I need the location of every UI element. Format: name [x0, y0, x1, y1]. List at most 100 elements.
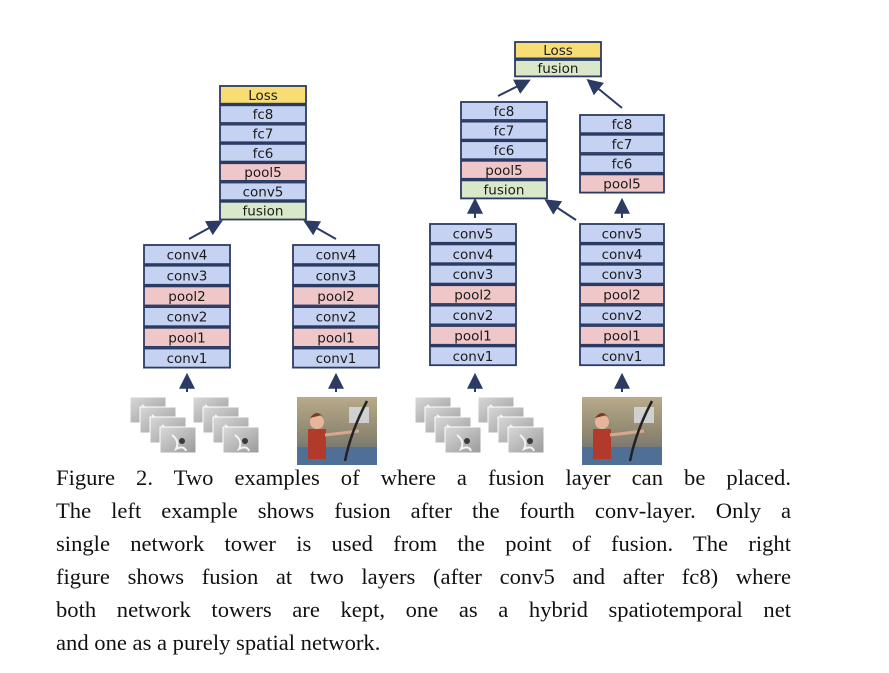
layer-box: [579, 304, 665, 326]
right-spatial-layer-conv3: conv3: [579, 263, 665, 285]
layer-box: [292, 244, 380, 266]
layer-label: conv5: [453, 226, 494, 242]
right-motion-layer-conv2: conv2: [429, 304, 517, 326]
layer-label: Loss: [248, 88, 278, 104]
left-spatial-layer-conv3: conv3: [292, 264, 380, 286]
layer-label: pool2: [168, 289, 205, 305]
right-hybrid-layer-fusion: fusion: [460, 179, 548, 200]
layer-box: [579, 114, 665, 135]
layer-label: pool1: [454, 328, 491, 344]
layer-label: conv2: [602, 308, 643, 324]
left-motion-layer-pool2: pool2: [143, 285, 231, 307]
layer-box: [579, 325, 665, 346]
layer-box: [579, 243, 665, 265]
layer-label: pool2: [317, 289, 354, 305]
layer-label: fc8: [253, 107, 274, 123]
layer-label: pool1: [317, 330, 354, 346]
layer-label: pool1: [168, 330, 205, 346]
layer-label: fusion: [484, 182, 525, 198]
layer-label: conv2: [316, 310, 357, 326]
layer-label: conv3: [602, 267, 643, 283]
layer-box: [219, 181, 307, 202]
right-spatial-top-layer-fc6: fc6: [579, 153, 665, 174]
rgb-frame-right: [582, 397, 662, 465]
layer-label: pool2: [454, 288, 491, 304]
layer-box: [429, 243, 517, 265]
optical-flow-stack-left-a: [129, 396, 197, 454]
right-spatial-layer-conv5: conv5: [579, 223, 665, 244]
layer-box: [292, 285, 380, 307]
arrow-spatial-top-to-top: [586, 78, 623, 109]
right-spatial-top-layer-pool5: pool5: [579, 173, 665, 194]
layer-label: fc6: [612, 157, 633, 173]
layer-label: conv3: [167, 268, 208, 284]
layer-label: conv2: [453, 308, 494, 324]
layer-box: [219, 85, 307, 105]
layer-box: [219, 104, 307, 124]
layer-label: conv2: [167, 310, 208, 326]
layer-box: [219, 142, 307, 163]
layer-label: pool5: [485, 163, 522, 179]
layer-box: [429, 223, 517, 244]
arrow-right-spatial-to-hybrid: [544, 199, 577, 221]
left-fused-layer-loss: Loss: [219, 85, 307, 105]
layer-label: conv4: [602, 247, 643, 263]
layer-label: conv4: [316, 248, 357, 264]
layer-box: [143, 326, 231, 348]
layer-box: [514, 41, 602, 60]
left-motion-layer-conv4: conv4: [143, 244, 231, 266]
left-fused-layer-fc7: fc7: [219, 123, 307, 144]
caption-line-1: Figure 2. Two examples of where a fusion…: [56, 465, 791, 490]
layer-box: [460, 140, 548, 161]
rgb-frame-left: [297, 397, 377, 465]
layer-box: [460, 101, 548, 121]
right-hybrid-layer-pool5: pool5: [460, 159, 548, 180]
arrow-left-spatial-to-fused: [303, 220, 337, 240]
layer-box: [219, 123, 307, 144]
layer-label: Loss: [543, 43, 573, 59]
right-motion-layer-pool1: pool1: [429, 325, 517, 346]
layer-label: pool5: [244, 165, 281, 181]
layer-box: [460, 179, 548, 200]
layer-label: fc6: [253, 146, 274, 162]
layer-box: [579, 263, 665, 285]
layer-label: conv4: [453, 247, 494, 263]
layer-box: [429, 284, 517, 305]
arrow-hybrid-to-top: [497, 79, 531, 97]
left-motion-layer-conv1: conv1: [143, 347, 231, 369]
layer-box: [292, 326, 380, 348]
left-spatial-layer-conv4: conv4: [292, 244, 380, 266]
layer-box: [143, 264, 231, 286]
layer-label: conv1: [316, 351, 357, 367]
caption-line-5: both network towers are kept, one as a h…: [56, 597, 791, 622]
layer-box: [429, 345, 517, 367]
layer-label: fc6: [494, 143, 515, 159]
layer-box: [429, 263, 517, 285]
left-motion-layer-pool1: pool1: [143, 326, 231, 348]
right-hybrid-layer-fc7: fc7: [460, 120, 548, 141]
fusion-diagram: conv4conv3pool2conv2pool1conv1conv4conv3…: [129, 41, 665, 465]
left-fused-layer-pool5: pool5: [219, 162, 307, 182]
layer-box: [219, 162, 307, 182]
layer-box: [579, 223, 665, 244]
layer-box: [579, 345, 665, 367]
caption-line-4: figure shows fusion at two layers (after…: [56, 564, 791, 589]
layer-box: [292, 306, 380, 328]
right-motion-layer-conv4: conv4: [429, 243, 517, 265]
layer-box: [579, 173, 665, 194]
optical-flow-stack-left-b: [192, 396, 260, 454]
left-spatial-layer-pool1: pool1: [292, 326, 380, 348]
layer-label: fc7: [612, 137, 633, 153]
layer-label: conv5: [243, 184, 284, 200]
layer-label: conv1: [453, 349, 494, 365]
layer-label: pool5: [603, 177, 640, 193]
left-motion-layer-conv3: conv3: [143, 264, 231, 286]
layer-box: [292, 347, 380, 369]
